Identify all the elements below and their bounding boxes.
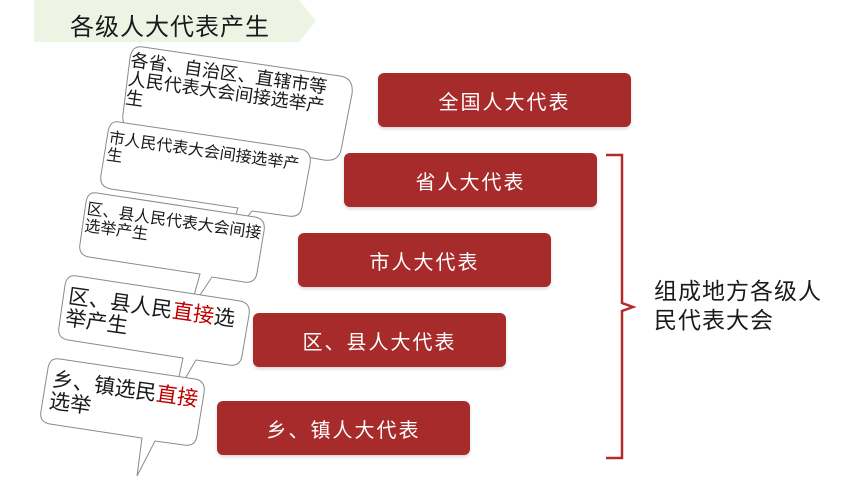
level-box-national: 全国人大代表 — [378, 73, 631, 127]
level-box-province: 省人大代表 — [344, 153, 597, 207]
callout-2-text: 区、县人民代表大会间接选举产生 — [83, 199, 263, 244]
level-label-city: 市人大代表 — [369, 249, 480, 274]
callout-1-text: 市人民代表大会间接选举产生 — [105, 128, 301, 174]
level-box-city: 市人大代表 — [298, 233, 551, 287]
callout-text-0: 各省、自治区、直辖市等人民代表大会间接选举产生 — [124, 50, 340, 137]
diagram-title: 各级人大代表产生 — [70, 13, 270, 41]
callout-text-3: 区、县人民直接选举产生 — [64, 284, 243, 353]
level-label-national: 全国人大代表 — [438, 89, 571, 114]
callout-4-highlight: 直接 — [154, 381, 200, 412]
summary-label: 组成地方各级人民代表大会 — [654, 279, 822, 334]
level-box-township: 乡、镇人大代表 — [217, 401, 470, 455]
right-brace — [606, 153, 637, 460]
title-banner — [34, 0, 316, 42]
level-box-county: 区、县人大代表 — [253, 313, 506, 367]
level-label-county: 区、县人大代表 — [302, 329, 457, 354]
callout-4-rest: 选举 — [47, 388, 93, 419]
callout-0-text: 各省、自治区、直辖市等人民代表大会间接选举产生 — [124, 50, 329, 118]
callout-3-highlight: 直接 — [170, 298, 216, 329]
callout-text-2: 区、县人民代表大会间接选举产生 — [83, 199, 266, 259]
level-label-province: 省人大代表 — [415, 169, 526, 194]
level-label-township: 乡、镇人大代表 — [266, 417, 421, 442]
callout-text-1: 市人民代表大会间接选举产生 — [105, 128, 308, 191]
callout-text-4: 乡、镇选民直接选举 — [47, 367, 203, 433]
